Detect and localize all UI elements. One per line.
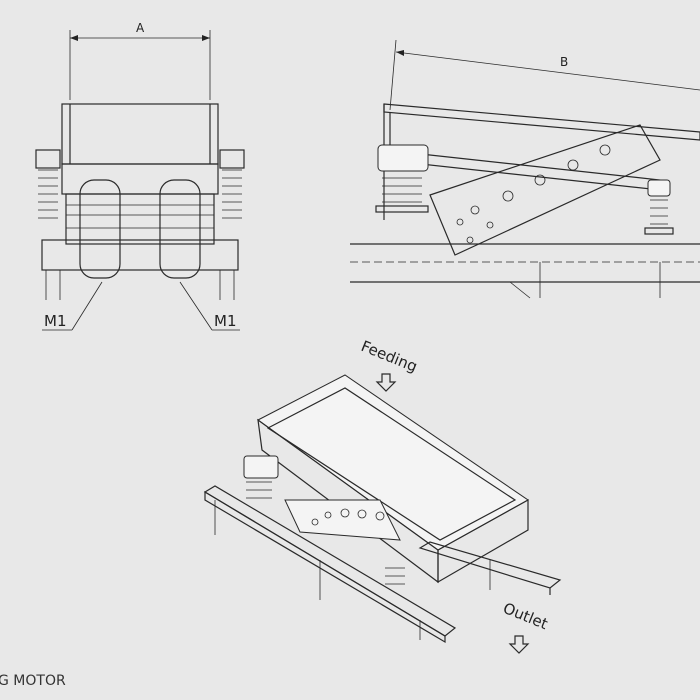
isometric-view: Feeding Outlet xyxy=(203,337,562,654)
front-view: A M1 M1 xyxy=(35,21,245,331)
caption-text: G MOTOR xyxy=(0,673,66,689)
outlet-label: Outlet xyxy=(501,599,551,633)
motor-label-right: M1 xyxy=(214,312,237,330)
motor-label-left: M1 xyxy=(44,312,67,330)
dimension-b-label: B xyxy=(560,55,568,69)
dimension-a-label: A xyxy=(136,21,145,35)
side-view: B xyxy=(350,39,700,299)
feeding-label: Feeding xyxy=(359,337,420,376)
